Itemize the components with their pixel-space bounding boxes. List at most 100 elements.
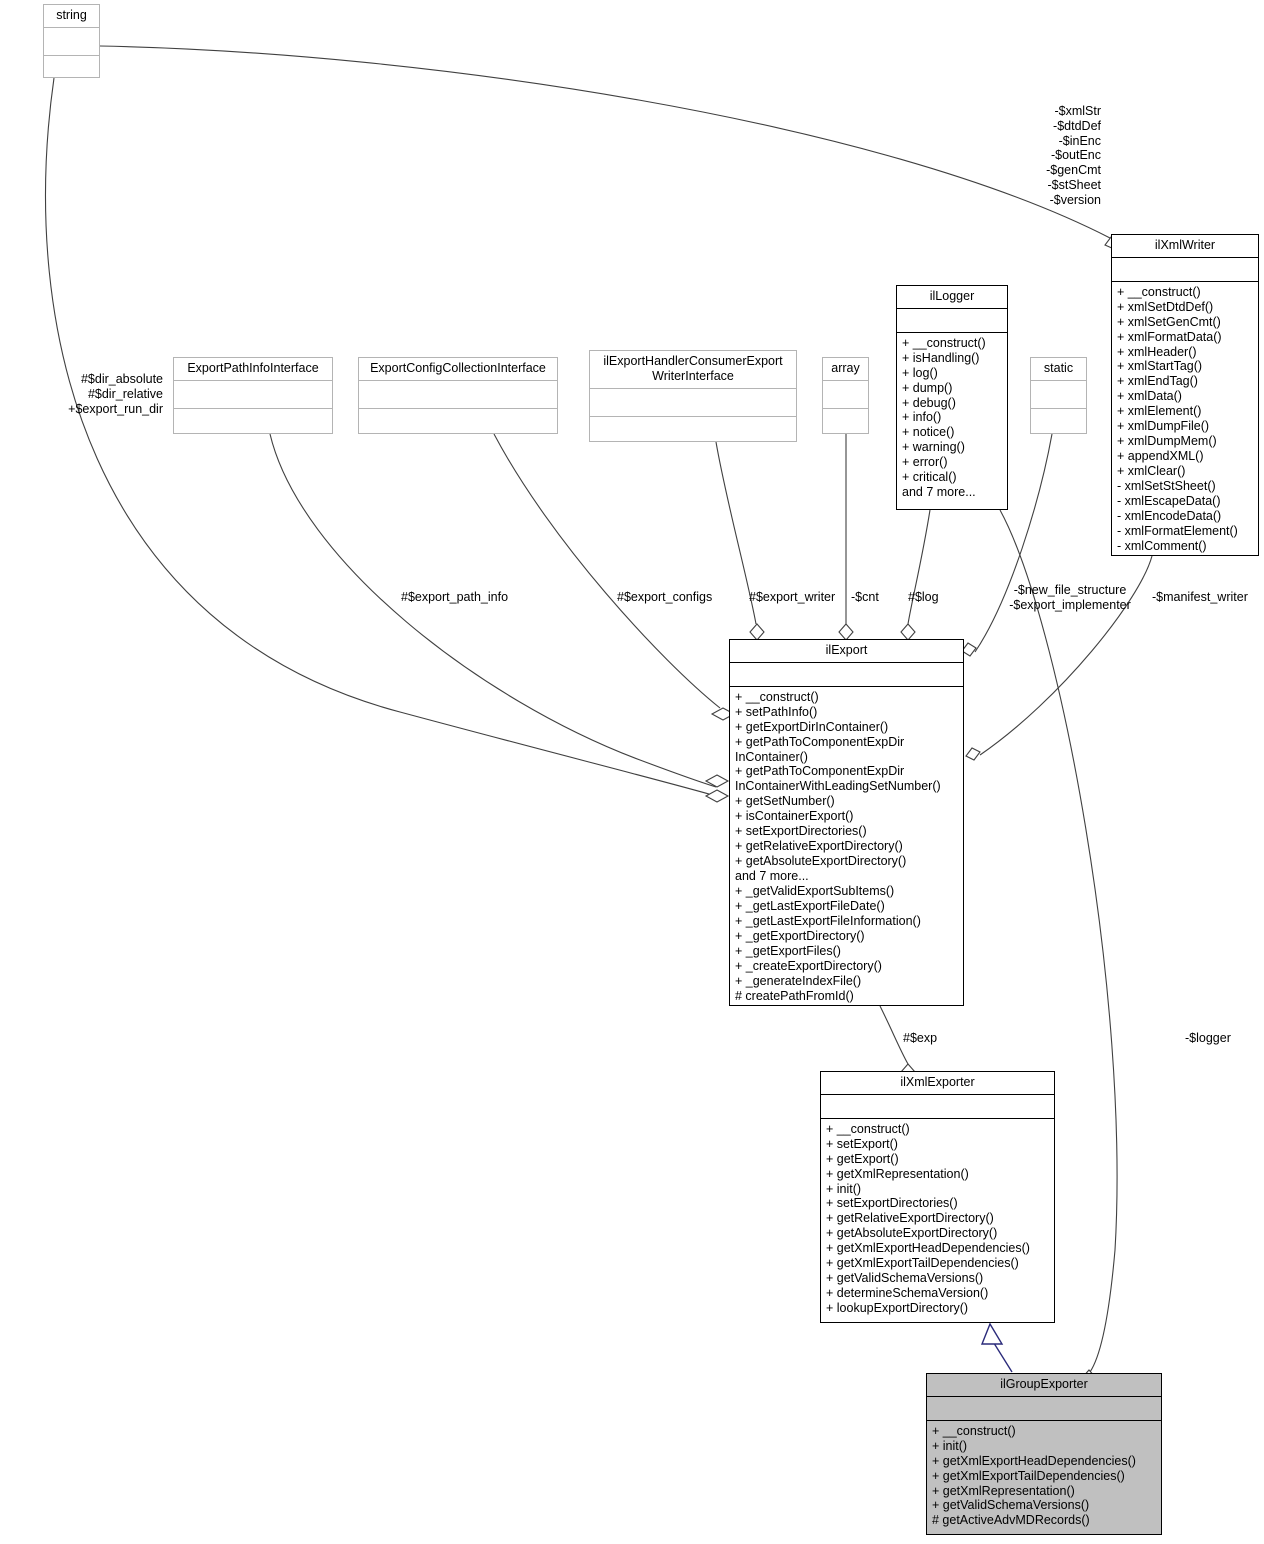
class-operation: + getXmlExportTailDependencies()	[826, 1256, 1019, 1271]
class-operation: + _getExportFiles()	[735, 943, 841, 958]
class-attributes	[927, 1397, 1161, 1421]
class-box-illogger[interactable]: ilLogger + __construct()+ isHandling()+ …	[896, 285, 1008, 510]
class-operation: + xmlElement()	[1117, 404, 1202, 419]
edge-label-cnt: -$cnt	[851, 590, 879, 604]
edge-label-new-file-structure: -$new_file_structure -$export_implemente…	[1009, 583, 1131, 612]
class-operation: + getPathToComponentExpDir	[735, 734, 905, 749]
class-attributes	[590, 389, 796, 417]
class-operation: + getXmlExportHeadDependencies()	[826, 1241, 1030, 1256]
class-operation: # createPathFromId()	[735, 988, 854, 1003]
class-operation: + getExportDirInContainer()	[735, 719, 889, 734]
class-attributes	[44, 28, 99, 56]
class-operation: + determineSchemaVersion()	[826, 1286, 989, 1301]
class-operation: + getAbsoluteExportDirectory()	[826, 1226, 998, 1241]
class-operation: + getValidSchemaVersions()	[826, 1271, 984, 1286]
class-operation: + xmlFormatData()	[1117, 329, 1222, 344]
class-title: string	[44, 5, 99, 28]
class-operation: + isHandling()	[902, 350, 980, 365]
class-operation: + notice()	[902, 425, 955, 440]
class-box-ilxmlexporter[interactable]: ilXmlExporter + __construct()+ setExport…	[820, 1071, 1055, 1323]
class-operation: - xmlComment()	[1117, 538, 1207, 553]
class-operation: + __construct()	[826, 1121, 910, 1136]
class-operation: + _createExportDirectory()	[735, 958, 882, 973]
class-box-ilgroupexporter[interactable]: ilGroupExporter + __construct()+ init()+…	[926, 1373, 1162, 1535]
class-operation: + log()	[902, 365, 938, 380]
class-box-exportpathinfointerface[interactable]: ExportPathInfoInterface	[173, 357, 333, 434]
class-attributes	[821, 1095, 1054, 1119]
class-title: ilGroupExporter	[927, 1374, 1161, 1397]
edge-label-export-configs: #$export_configs	[617, 590, 713, 604]
class-attributes	[174, 381, 332, 409]
class-operations: + __construct()+ init()+ getXmlExportHea…	[927, 1421, 1161, 1533]
class-operation: + getExport()	[826, 1151, 899, 1166]
class-box-array[interactable]: array	[822, 357, 869, 434]
edge-illogger-to-ilexport	[907, 509, 931, 625]
class-operation: + __construct()	[1117, 284, 1201, 299]
class-box-ilexporthandlerconsumerexportwriterinterface[interactable]: ilExportHandlerConsumerExport WriterInte…	[589, 350, 797, 442]
class-operation: + warning()	[902, 440, 965, 455]
class-attributes	[359, 381, 557, 409]
class-title: ilXmlWriter	[1112, 235, 1258, 258]
class-title: ExportConfigCollectionInterface	[359, 358, 557, 381]
edge-label-manifest-writer: -$manifest_writer	[1152, 590, 1248, 604]
class-attributes	[1031, 381, 1086, 409]
class-operation: + setExportDirectories()	[735, 824, 867, 839]
class-operation: + getXmlExportHeadDependencies()	[932, 1453, 1136, 1468]
class-operations: + __construct()+ xmlSetDtdDef()+ xmlSetG…	[1112, 282, 1258, 558]
class-operation: + lookupExportDirectory()	[826, 1301, 969, 1315]
class-operation: + xmlHeader()	[1117, 344, 1197, 359]
class-operation: + appendXML()	[1117, 449, 1204, 464]
aggregation-diamond-ilexport-cnt	[838, 623, 854, 641]
class-operation: + xmlEndTag()	[1117, 374, 1198, 389]
class-operation: + isContainerExport()	[735, 809, 854, 824]
class-operations: + __construct()+ setExport()+ getExport(…	[821, 1119, 1054, 1320]
class-operations: + __construct()+ setPathInfo()+ getExpor…	[730, 687, 963, 1008]
edge-exportconfigs-to-ilexport	[493, 433, 721, 709]
edge-string-to-ilxmlwriter	[99, 45, 1111, 239]
class-operation: + _generateIndexFile()	[735, 973, 862, 988]
class-operation: # getActiveAdvMDRecords()	[932, 1513, 1090, 1528]
edge-label-logger: -$logger	[1185, 1031, 1231, 1045]
class-operations	[590, 417, 796, 449]
class-attributes	[730, 663, 963, 687]
class-operation: + _getValidExportSubItems()	[735, 883, 895, 898]
class-operation: + getXmlRepresentation()	[826, 1166, 969, 1181]
class-operation: + getXmlRepresentation()	[932, 1483, 1075, 1498]
class-operation: + xmlStartTag()	[1117, 359, 1203, 374]
class-operation: + getSetNumber()	[735, 794, 835, 809]
edge-label-log: #$log	[908, 590, 939, 604]
class-operations	[823, 409, 868, 441]
class-operations	[1031, 409, 1086, 441]
class-title: ilExportHandlerConsumerExport WriterInte…	[590, 351, 796, 389]
class-operation: + xmlSetDtdDef()	[1117, 299, 1214, 314]
class-box-ilexport[interactable]: ilExport + __construct()+ setPathInfo()+…	[729, 639, 964, 1006]
class-operation: and 7 more...	[902, 485, 976, 500]
class-operation: + xmlDumpMem()	[1117, 434, 1217, 449]
class-operation: + getXmlExportTailDependencies()	[932, 1468, 1125, 1483]
edge-label-export-writer: #$export_writer	[749, 590, 836, 604]
aggregation-diamond-ilexport-newfilestructure	[961, 642, 977, 657]
aggregation-diamond-ilexport-writer	[749, 623, 765, 641]
class-operation: + getAbsoluteExportDirectory()	[735, 854, 907, 869]
class-operations	[174, 409, 332, 441]
class-title: ilExport	[730, 640, 963, 663]
class-operation: + __construct()	[902, 335, 986, 350]
class-operations	[359, 409, 557, 441]
class-operation: - xmlFormatElement()	[1117, 523, 1238, 538]
aggregation-diamond-ilexport-log	[900, 623, 916, 641]
class-title: array	[823, 358, 868, 381]
class-box-string[interactable]: string	[43, 4, 100, 78]
class-box-exportconfigcollectioninterface[interactable]: ExportConfigCollectionInterface	[358, 357, 558, 434]
class-box-ilxmlwriter[interactable]: ilXmlWriter + __construct()+ xmlSetDtdDe…	[1111, 234, 1259, 556]
class-operation: + __construct()	[932, 1423, 1016, 1438]
class-operation: + _getExportDirectory()	[735, 928, 865, 943]
class-operation: and 7 more...	[735, 869, 809, 883]
class-operation: + dump()	[902, 380, 953, 395]
class-operation: + __construct()	[735, 689, 819, 704]
class-box-static[interactable]: static	[1030, 357, 1087, 434]
aggregation-diamond-ilexport-string	[704, 789, 730, 803]
class-operation: + getValidSchemaVersions()	[932, 1498, 1090, 1513]
class-operation: + debug()	[902, 395, 956, 410]
class-operation: InContainerWithLeadingSetNumber()	[735, 779, 941, 794]
